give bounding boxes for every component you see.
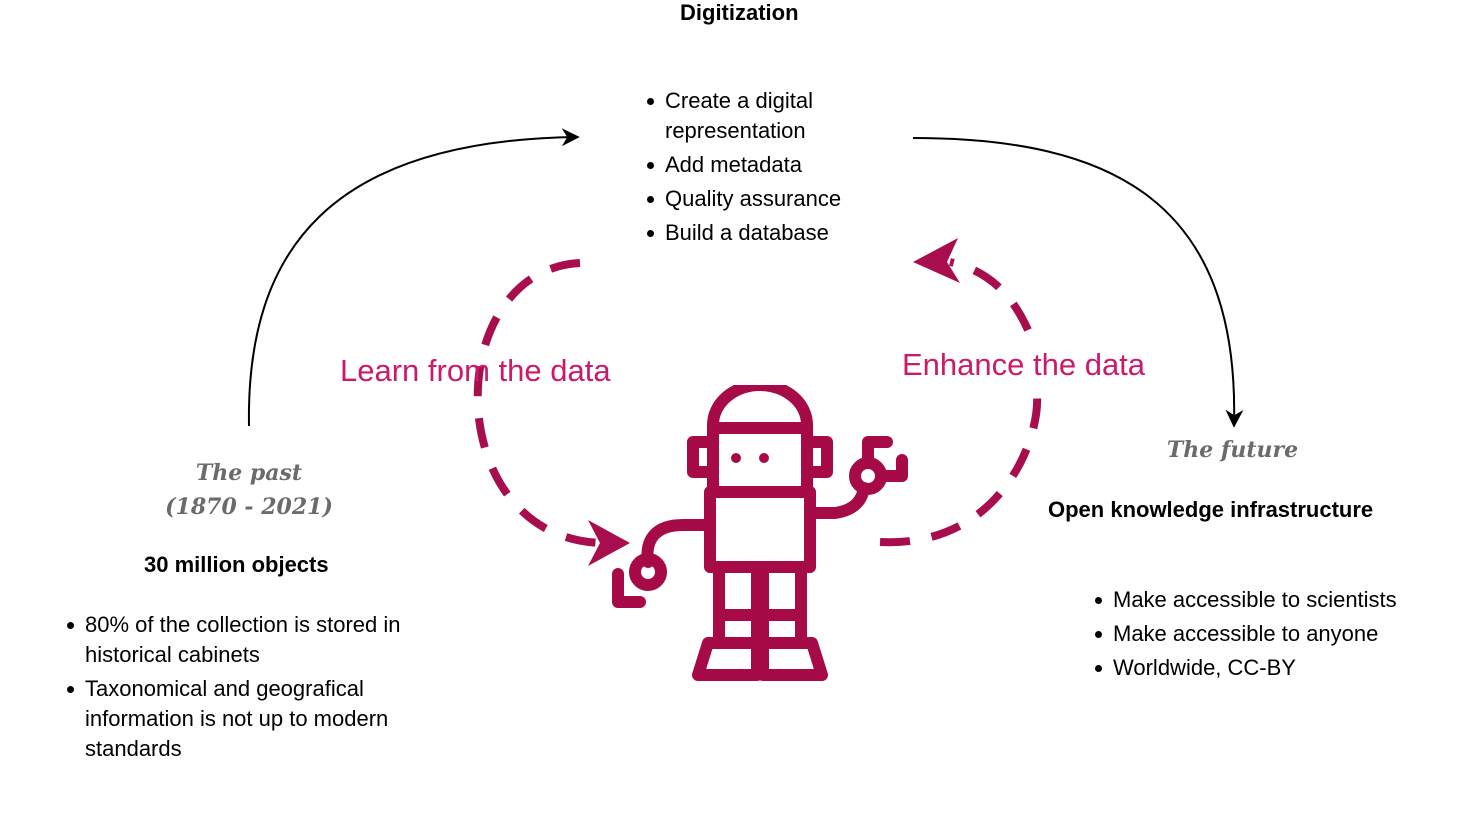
enhance-loop-arrow-top bbox=[949, 258, 1032, 332]
learn-label: Learn from the data bbox=[340, 353, 611, 388]
list-item: Worldwide, CC-BY bbox=[1091, 653, 1461, 683]
future-list: Make accessible to scientists Make acces… bbox=[1091, 585, 1461, 687]
enhance-loop-arrowhead bbox=[913, 238, 960, 283]
list-item: Make accessible to anyone bbox=[1091, 619, 1461, 649]
list-item: Add metadata bbox=[643, 150, 893, 180]
enhance-loop-arrow bbox=[879, 394, 1042, 547]
past-era-label: The past bbox=[195, 460, 303, 486]
past-to-digitization-arrow bbox=[247, 128, 580, 427]
learn-loop-arrow bbox=[473, 259, 604, 547]
list-item: Build a database bbox=[643, 218, 893, 248]
digitization-list: Create a digital representation Add meta… bbox=[643, 86, 893, 252]
digitization-to-future-arrow bbox=[912, 137, 1244, 428]
future-title: Open knowledge infrastructure bbox=[1048, 497, 1374, 522]
past-era-range: (1870 - 2021) bbox=[165, 494, 333, 520]
past-era: The past (1870 - 2021) bbox=[110, 456, 388, 524]
list-item: Make accessible to scientists bbox=[1091, 585, 1461, 615]
digitization-title: Digitization bbox=[680, 0, 799, 25]
past-list: 80% of the collection is stored in histo… bbox=[63, 610, 463, 768]
list-item: 80% of the collection is stored in histo… bbox=[63, 610, 463, 670]
future-era-label: The future bbox=[1166, 437, 1299, 463]
learn-loop-arrowhead bbox=[588, 520, 630, 566]
list-item: Taxonomical and geografical information … bbox=[63, 674, 463, 764]
enhance-label: Enhance the data bbox=[902, 347, 1146, 382]
list-item: Create a digital representation bbox=[643, 86, 893, 146]
past-title: 30 million objects bbox=[144, 552, 329, 577]
robot-icon bbox=[612, 385, 908, 681]
list-item: Quality assurance bbox=[643, 184, 893, 214]
